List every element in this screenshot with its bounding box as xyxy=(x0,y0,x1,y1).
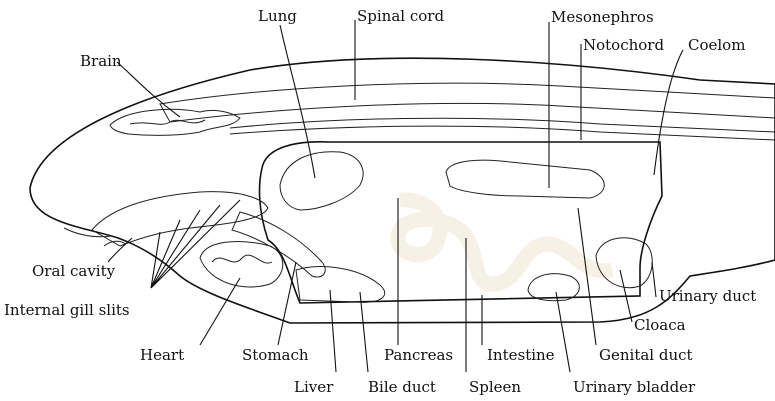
label-urinary-bladder: Urinary bladder xyxy=(573,378,696,396)
label-stomach: Stomach xyxy=(242,346,309,364)
intestine-inner xyxy=(398,200,612,284)
mesonephros-shape xyxy=(446,160,604,198)
label-genital-duct: Genital duct xyxy=(599,346,693,364)
lung-shape xyxy=(280,152,363,210)
label-coelom: Coelom xyxy=(688,36,745,54)
label-heart: Heart xyxy=(140,346,184,364)
liver-shape xyxy=(296,266,385,302)
label-intestine: Intestine xyxy=(487,346,555,364)
heart-shape xyxy=(200,242,283,287)
brain-ventricle xyxy=(130,120,205,124)
label-notochord: Notochord xyxy=(583,36,664,54)
label-spleen: Spleen xyxy=(469,378,521,396)
label-lung: Lung xyxy=(258,7,297,25)
label-oral-cavity: Oral cavity xyxy=(32,262,116,280)
label-bile-duct: Bile duct xyxy=(368,378,436,396)
body-outline xyxy=(30,58,775,323)
label-mesonephros: Mesonephros xyxy=(551,8,654,26)
spinal-cord-shape xyxy=(160,83,775,122)
notochord-shape xyxy=(230,118,775,132)
label-liver: Liver xyxy=(294,378,334,396)
label-pancreas: Pancreas xyxy=(384,346,453,364)
label-brain: Brain xyxy=(80,52,122,70)
label-internal-gill-slits: Internal gill slits xyxy=(4,301,130,319)
label-urinary-duct: Urinary duct xyxy=(659,287,756,305)
label-cloaca: Cloaca xyxy=(634,316,686,334)
label-spinal-cord: Spinal cord xyxy=(357,7,444,25)
heart-coil xyxy=(212,255,272,263)
